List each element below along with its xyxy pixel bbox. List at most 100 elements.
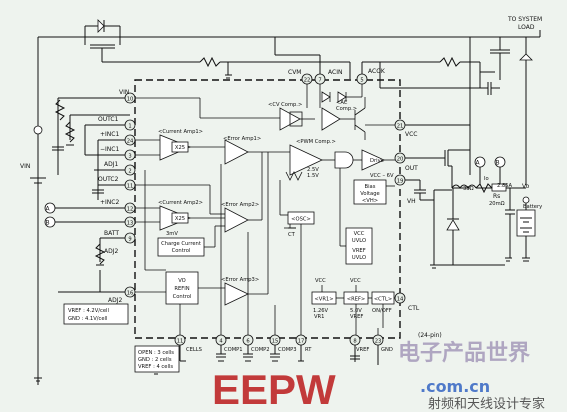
vin-terminal-icon: [33, 125, 43, 135]
label-charge-current: Charge Current: [161, 241, 201, 247]
label-inc2p: +INC2: [100, 199, 119, 206]
label-ct: CT: [288, 232, 296, 238]
label-24-pin: (24-pin): [418, 332, 442, 339]
pin-10-number: 10: [127, 97, 134, 103]
note-gnd-2-cells: GND : 2 cells: [138, 357, 172, 363]
label-33-ohm: 33Ω: [463, 186, 474, 192]
pin-12-number: 12: [127, 207, 134, 213]
pin-17-number: 17: [298, 339, 305, 345]
watermark-url: .com.cn: [420, 377, 490, 396]
cells-note-box: [134, 345, 180, 373]
label-vo-control: Control: [173, 294, 192, 300]
label-acin: ACIN: [328, 69, 342, 76]
label-acok: ACOK: [368, 68, 386, 75]
label-on-off: ON/OFF: [372, 308, 392, 314]
label-ctl: CTL: [408, 305, 420, 312]
label-uvlo-vcc: VCC: [354, 231, 365, 237]
label-bias-vh: <VH>: [362, 198, 378, 204]
pin-23-number: 23: [375, 339, 382, 345]
label-comp1: COMP1: [224, 347, 243, 353]
label-rt: RT: [305, 347, 312, 353]
pin-13-number: 13: [127, 221, 134, 227]
label-comp2: COMP2: [251, 347, 270, 353]
note-vref-4-cells: VREF : 4 cells: [138, 364, 173, 370]
label-3mv: 3mV: [166, 231, 178, 237]
pin-7-number: 7: [318, 78, 321, 84]
pin-cells-number: 11: [177, 339, 184, 345]
pin-8-number: 8: [353, 339, 356, 345]
label-batt: BATT: [104, 230, 119, 237]
pin-9-number: 9: [128, 237, 131, 243]
label-refin: REFIN: [174, 286, 189, 292]
pwm-comp-icon: [289, 144, 323, 176]
note-gnd-41: GND : 4.1V/cell: [68, 316, 107, 322]
vo-terminal-icon: [522, 196, 530, 204]
pin-14-number: 14: [397, 297, 404, 303]
label-bias: Bias: [365, 184, 376, 190]
label-cv-comp: <CV Comp.>: [268, 102, 302, 108]
label-io: Io: [484, 176, 489, 182]
label-osc: <OSC>: [291, 217, 311, 223]
inductor-icon: [451, 184, 477, 189]
label-vr1: VR1: [314, 314, 324, 320]
note-vref-42: VREF : 4.2V/cell: [68, 308, 109, 314]
label-vin-source: VIN: [20, 163, 30, 170]
pin-22-number: 22: [304, 78, 311, 84]
label-inc1p: +INC1: [100, 131, 119, 138]
pin-15-number: 15: [272, 339, 279, 345]
label-comp3: COMP3: [278, 347, 297, 353]
vin-divider-resistor-icon: [54, 99, 66, 121]
label-vo: Vo: [522, 183, 530, 190]
label-adj2-lower: ADJ2: [108, 297, 122, 304]
top-resistor-icon: [199, 56, 221, 68]
and-gate-icon: [334, 151, 354, 169]
vref-note-box: [63, 303, 129, 325]
label-vref-pin: VREF: [356, 347, 369, 353]
label-uvlo-1: UVLO: [352, 238, 366, 244]
pin-2: [124, 164, 136, 176]
watermark-cn-top: 电子产品世界: [398, 340, 530, 366]
pin-21-number: 21: [397, 124, 404, 130]
drive-buffer-icon: [361, 149, 385, 171]
error-amp1-icon: [224, 139, 249, 165]
label-vcc: VCC: [405, 131, 417, 138]
vo-refin-control-block: [165, 271, 199, 305]
catch-diode-icon: [446, 219, 460, 231]
label-current-amp2: <Current Amp2>: [158, 200, 203, 206]
label-error-amp3: <Error Amp3>: [221, 277, 259, 283]
note-open-3-cells: OPEN : 3 cells: [138, 350, 174, 356]
label-rs-value: 20mΩ: [489, 201, 505, 207]
watermark-cn-bottom: 射频和天线设计专家: [428, 396, 545, 412]
input-diode-icon: [97, 19, 105, 33]
label-adj1: ADJ1: [104, 161, 118, 168]
label-bias-voltage: Voltage: [360, 191, 379, 197]
label-cvm: CVM: [288, 69, 301, 76]
label-vcc-6v: VCC – 6V: [370, 173, 394, 179]
label-vref-internal: VREF: [350, 314, 363, 320]
pin-20-number: 20: [397, 157, 404, 163]
bias-voltage-block: [353, 179, 387, 205]
label-gnd-pin: GND: [381, 347, 393, 353]
label-ctl-block: <CTL>: [374, 297, 392, 303]
pin-2-number: 2: [128, 169, 131, 175]
uvlo-block: [345, 227, 373, 265]
label-x25-amp1: X25: [175, 145, 185, 151]
error-amp3-icon: [224, 282, 249, 306]
error-amp2-icon: [224, 207, 249, 233]
pin-1: [124, 119, 136, 131]
label-1v26: 1.26V: [313, 308, 329, 314]
label-a-right: A: [475, 160, 480, 167]
pin-19-number: 19: [397, 179, 404, 185]
label-outc2: OUTC2: [98, 176, 119, 183]
pin-3-number: 3: [128, 154, 131, 160]
label-battery: Battery: [523, 204, 542, 210]
label-rs: Rs: [493, 193, 500, 200]
pin-5-number: 5: [360, 78, 363, 84]
label-ac-comp-2: Comp.>: [336, 106, 357, 112]
pin-9: [124, 232, 136, 244]
label-error-amp1: <Error Amp1>: [223, 136, 261, 142]
label-b-left: B: [45, 220, 49, 227]
label-1v5: 1.5V: [307, 173, 319, 179]
